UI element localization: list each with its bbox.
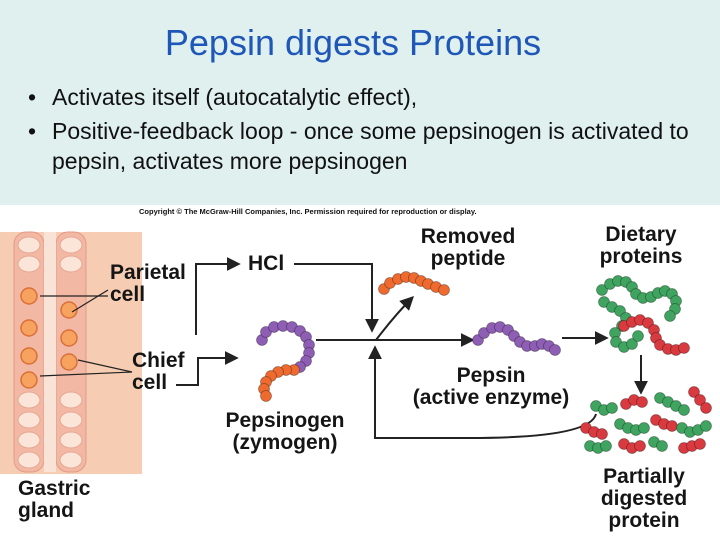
dietary-protein-bead <box>678 342 690 354</box>
pepsinogen-bead <box>260 326 272 338</box>
gastric-gland-illustration <box>0 231 142 474</box>
dietary-protein-bead <box>632 330 644 342</box>
peptide-bead <box>438 284 450 296</box>
chief-cell-label: Chief cell <box>132 349 185 394</box>
protein-beads <box>256 271 712 454</box>
process-arrows <box>176 257 648 439</box>
bullet-text: Activates itself (autocatalytic effect), <box>52 84 418 110</box>
pepsin-label: Pepsin (active enzyme) <box>412 364 570 409</box>
dietary-protein-bead <box>598 296 610 308</box>
removed-peptide-label: Removed peptide <box>420 225 516 270</box>
dietary-proteins-label: Dietary proteins <box>599 223 683 268</box>
digested-fragment-bead <box>636 396 648 408</box>
dietary-protein-bead <box>596 284 608 296</box>
pepsin-bead <box>478 327 490 339</box>
digested-fragment-bead <box>688 386 700 398</box>
hcl-label: HCl <box>248 252 285 275</box>
dietary-protein-bead <box>664 310 676 322</box>
digested-fragment-bead <box>600 440 612 452</box>
bullet-text: Positive-feedback loop - once some pepsi… <box>52 118 689 174</box>
digested-fragment-bead <box>678 404 690 416</box>
digested-fragment-bead <box>596 428 608 440</box>
digested-fragment-bead <box>634 440 646 452</box>
dietary-protein-bead <box>610 336 622 348</box>
gastric-gland-label: Gastric gland <box>18 477 91 522</box>
parietal-cell-label: Parietal cell <box>110 261 186 306</box>
slide-header-panel <box>0 0 720 205</box>
digested-fragment-bead <box>694 438 706 450</box>
digested-fragment-bead <box>666 420 678 432</box>
bullet-dot: • <box>28 84 37 110</box>
digested-fragment-bead <box>700 420 712 432</box>
digested-fragment-bead <box>606 402 618 414</box>
digested-fragment-bead <box>694 394 706 406</box>
bullet-list: • Activates itself (autocatalytic effect)… <box>24 82 704 180</box>
digested-fragment-bead <box>700 402 712 414</box>
bullet-dot: • <box>28 118 37 144</box>
copyright-notice: Copyright © The McGraw-Hill Companies, I… <box>139 207 477 216</box>
dietary-protein-bead <box>626 338 638 350</box>
bullet-item: • Positive-feedback loop - once some peps… <box>24 116 704 176</box>
digested-fragment-bead <box>656 440 668 452</box>
bullet-item: • Activates itself (autocatalytic effect)… <box>24 82 704 112</box>
pepsin-bead <box>549 344 561 356</box>
pepsinogen-label: Pepsinogen (zymogen) <box>225 409 345 454</box>
partially-digested-protein-label: Partially digested protein <box>600 465 688 532</box>
slide-title: Pepsin digests Proteins <box>164 22 542 63</box>
digested-fragment-bead <box>638 422 650 434</box>
pepsinogen-bead <box>260 390 272 402</box>
pepsin-activation-diagram <box>0 231 712 474</box>
